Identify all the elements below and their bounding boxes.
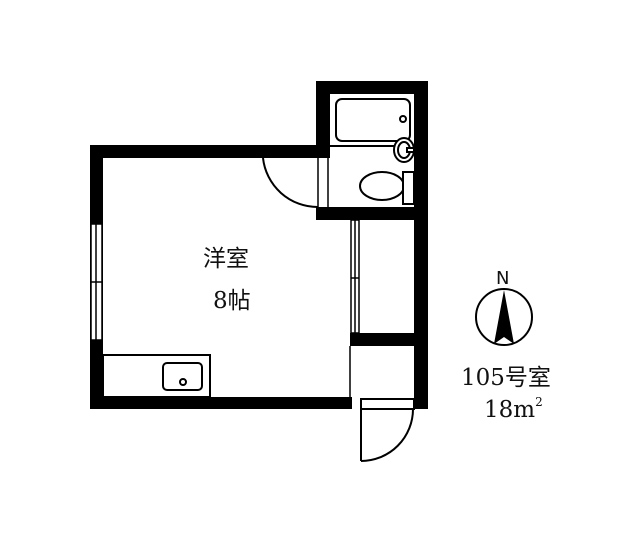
washbasin [393,137,415,163]
toilet [359,171,415,205]
room-size: 8帖 [213,288,251,314]
window-left [90,223,103,341]
unit-area-value: 18 [484,397,514,423]
kitchen-sink [102,354,211,398]
unit-area: 18m2 [484,395,543,423]
unit-area-sup: 2 [535,395,543,410]
partitions [317,158,351,397]
unit-number: 105号室 [461,365,551,391]
room-name: 洋室 [203,246,249,272]
north-arrow-icon [475,288,533,346]
walls [90,81,428,409]
unit-area-unit: m [513,397,536,423]
room-door[interactable] [262,157,319,209]
entrance-door[interactable] [360,398,415,462]
compass-north-label: N [496,268,510,289]
window-interior [350,219,360,334]
